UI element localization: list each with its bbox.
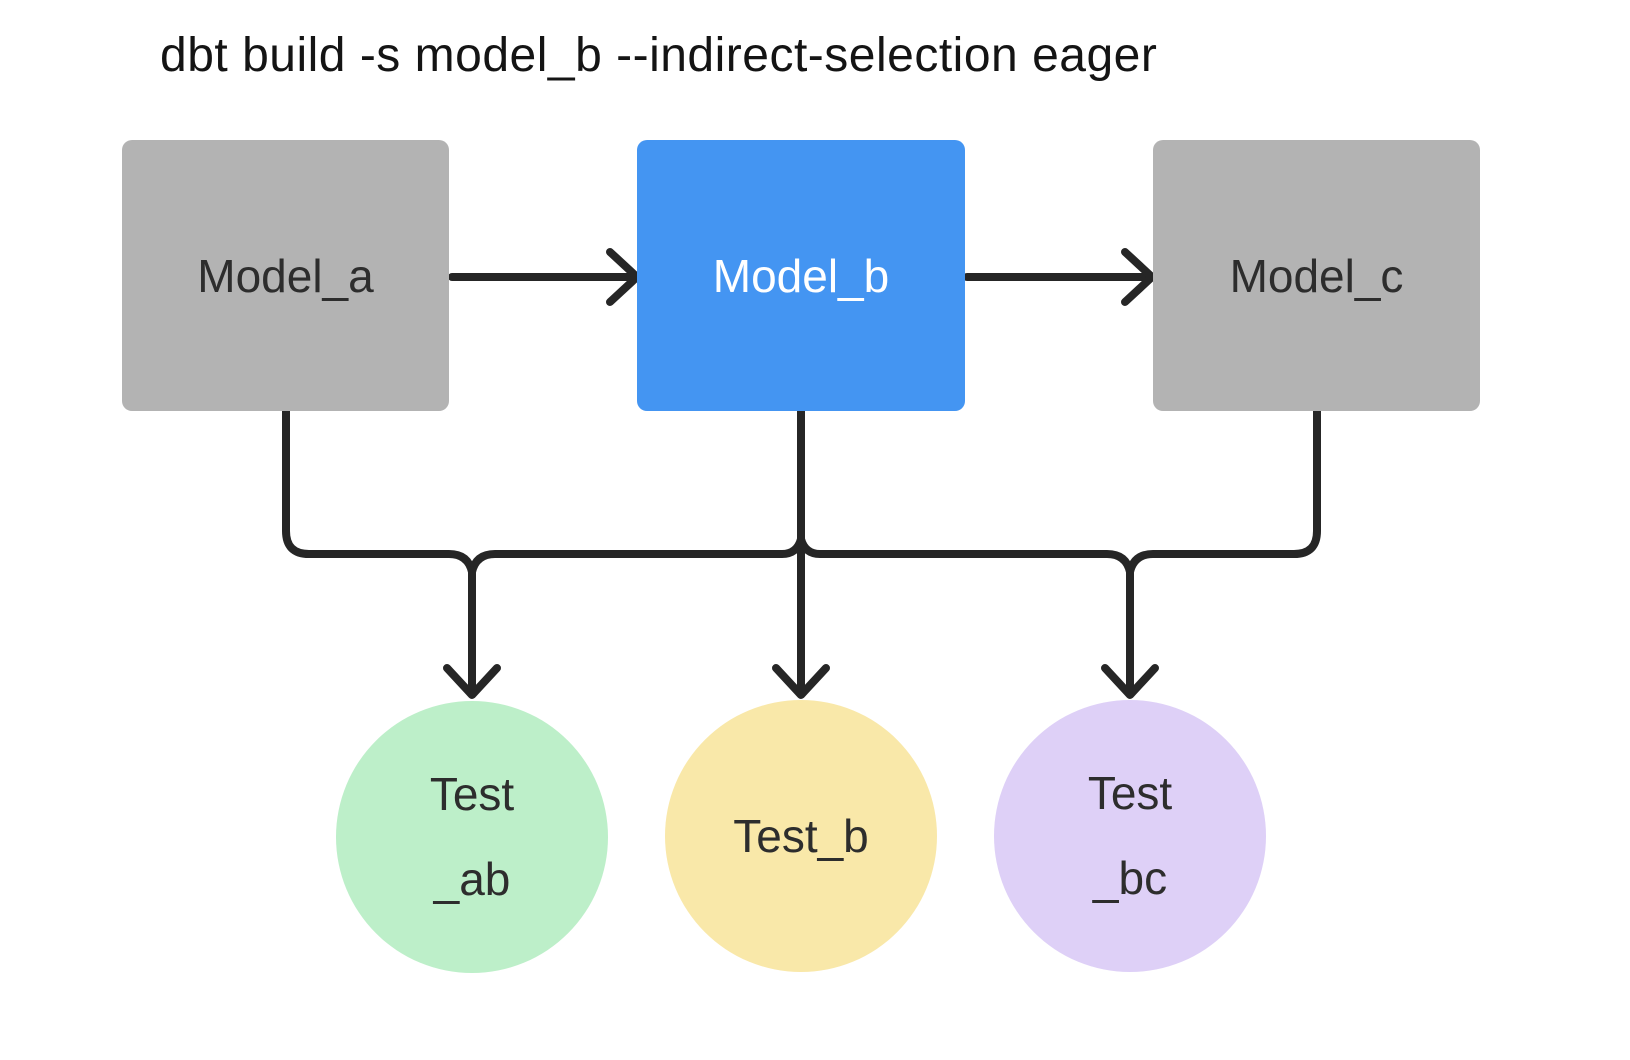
node-model-a-label: Model_a (197, 249, 374, 302)
edge-model-b-to-model-c-arrowhead-icon (1121, 248, 1156, 306)
node-test-ab: Test _ab (336, 701, 608, 973)
node-test-bc: Test _bc (994, 700, 1266, 972)
command-title: dbt build -s model_b --indirect-selectio… (160, 29, 1158, 82)
node-test-b: Test_b (665, 700, 937, 972)
node-model-c-label: Model_c (1229, 249, 1404, 302)
node-test-b-label: Test_b (733, 809, 869, 862)
edge-test-b-arrowhead-icon (772, 664, 830, 699)
node-test-ab-label-line1: Test (429, 768, 515, 820)
node-model-b-selected: Model_b (637, 140, 965, 411)
edge-test-ab-arrowhead-icon (443, 664, 501, 699)
node-model-c: Model_c (1153, 140, 1480, 411)
edge-test-bc-arrowhead-icon (1101, 664, 1159, 699)
edge-model-a-to-test-ab (282, 405, 476, 576)
node-test-ab-label-line2: _ab (433, 853, 511, 905)
node-model-a: Model_a (122, 140, 449, 411)
edge-model-a-to-model-b-arrowhead-icon (606, 248, 641, 306)
edge-model-c-to-test-bc (1126, 405, 1321, 576)
edge-model-b-to-test-ab (468, 535, 805, 576)
edge-model-b-to-test-bc (797, 535, 1134, 576)
node-model-b-label: Model_b (712, 249, 890, 302)
node-test-bc-label-line2: _bc (1092, 852, 1168, 904)
node-test-bc-label-line1: Test (1087, 767, 1173, 819)
